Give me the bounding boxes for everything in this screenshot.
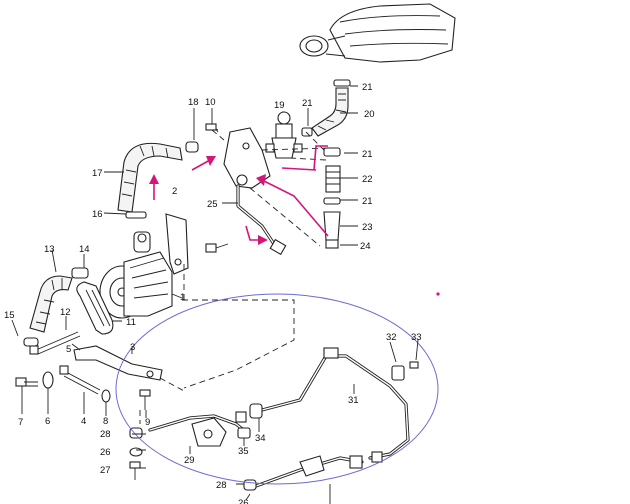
valve-19 bbox=[265, 111, 313, 159]
annotation-arrows bbox=[149, 145, 440, 296]
label-part-25: 25 bbox=[207, 199, 218, 210]
bracket-3 bbox=[73, 345, 163, 381]
hose-17 bbox=[117, 141, 199, 219]
label-part-10: 10 bbox=[205, 97, 216, 108]
pipe-26-assembly bbox=[243, 455, 364, 491]
label-part-27: 27 bbox=[100, 465, 111, 476]
pipe-25 bbox=[236, 184, 287, 256]
label-part-29: 29 bbox=[184, 455, 195, 466]
label-part-14: 14 bbox=[79, 244, 90, 255]
hose-20 bbox=[311, 79, 351, 137]
label-part-2: 2 bbox=[172, 186, 177, 197]
pump-assembly bbox=[99, 213, 229, 319]
belt-11 bbox=[76, 281, 114, 335]
label-part-21-d: 21 bbox=[362, 196, 373, 207]
label-part-23: 23 bbox=[362, 222, 373, 233]
label-part-18: 18 bbox=[188, 97, 199, 108]
label-part-22: 22 bbox=[362, 174, 373, 185]
label-part-21-b: 21 bbox=[362, 82, 373, 93]
label-part-21-c: 21 bbox=[362, 149, 373, 160]
label-part-3: 3 bbox=[130, 342, 135, 353]
filter-22 bbox=[323, 147, 341, 249]
part-labels: 17 16 18 10 19 21 21 20 21 22 21 23 24 2… bbox=[4, 82, 422, 504]
bolt-4 bbox=[59, 365, 101, 395]
pipe-31 bbox=[260, 347, 410, 463]
bolt-7 bbox=[15, 377, 38, 387]
bolt-9 bbox=[139, 389, 151, 410]
label-part-20: 20 bbox=[364, 109, 375, 120]
label-part-28-b: 28 bbox=[216, 480, 227, 491]
intake-housing bbox=[299, 3, 456, 63]
label-part-34: 34 bbox=[255, 433, 266, 444]
label-part-24: 24 bbox=[360, 241, 371, 252]
fitting-35 bbox=[237, 427, 251, 439]
fitting-34 bbox=[249, 403, 263, 419]
label-part-8: 8 bbox=[103, 416, 108, 427]
label-part-1: 1 bbox=[180, 292, 185, 303]
pipe-29 bbox=[148, 411, 248, 447]
washer-6 bbox=[42, 371, 54, 389]
label-part-26-a: 26 bbox=[100, 447, 111, 458]
label-leaders bbox=[11, 85, 419, 504]
fasteners-26-27-28 bbox=[129, 427, 143, 480]
label-part-33: 33 bbox=[411, 332, 422, 343]
highlight-circle bbox=[115, 293, 439, 485]
label-part-13: 13 bbox=[44, 244, 55, 255]
label-part-12: 12 bbox=[60, 307, 71, 318]
label-part-6: 6 bbox=[45, 416, 50, 427]
label-part-5: 5 bbox=[66, 344, 71, 355]
label-part-9: 9 bbox=[145, 417, 150, 428]
label-part-28-a: 28 bbox=[100, 429, 111, 440]
label-part-11: 11 bbox=[126, 317, 136, 328]
label-part-16: 16 bbox=[92, 209, 103, 220]
leader-lines bbox=[139, 129, 331, 424]
bracket-plate bbox=[205, 123, 271, 189]
label-part-17: 17 bbox=[92, 168, 103, 179]
label-part-32: 32 bbox=[386, 332, 397, 343]
label-part-7: 7 bbox=[18, 417, 23, 428]
hose-13 bbox=[23, 267, 89, 347]
bolt-12 bbox=[29, 331, 81, 355]
label-part-4: 4 bbox=[81, 416, 86, 427]
bolt-8 bbox=[101, 389, 111, 403]
label-part-21-a: 21 bbox=[302, 98, 313, 109]
label-part-19: 19 bbox=[274, 100, 285, 111]
label-part-26-b: 26 bbox=[238, 498, 249, 504]
label-part-15: 15 bbox=[4, 310, 15, 321]
label-part-31: 31 bbox=[348, 395, 359, 406]
label-part-35: 35 bbox=[238, 446, 249, 457]
clip-32 bbox=[391, 361, 419, 381]
